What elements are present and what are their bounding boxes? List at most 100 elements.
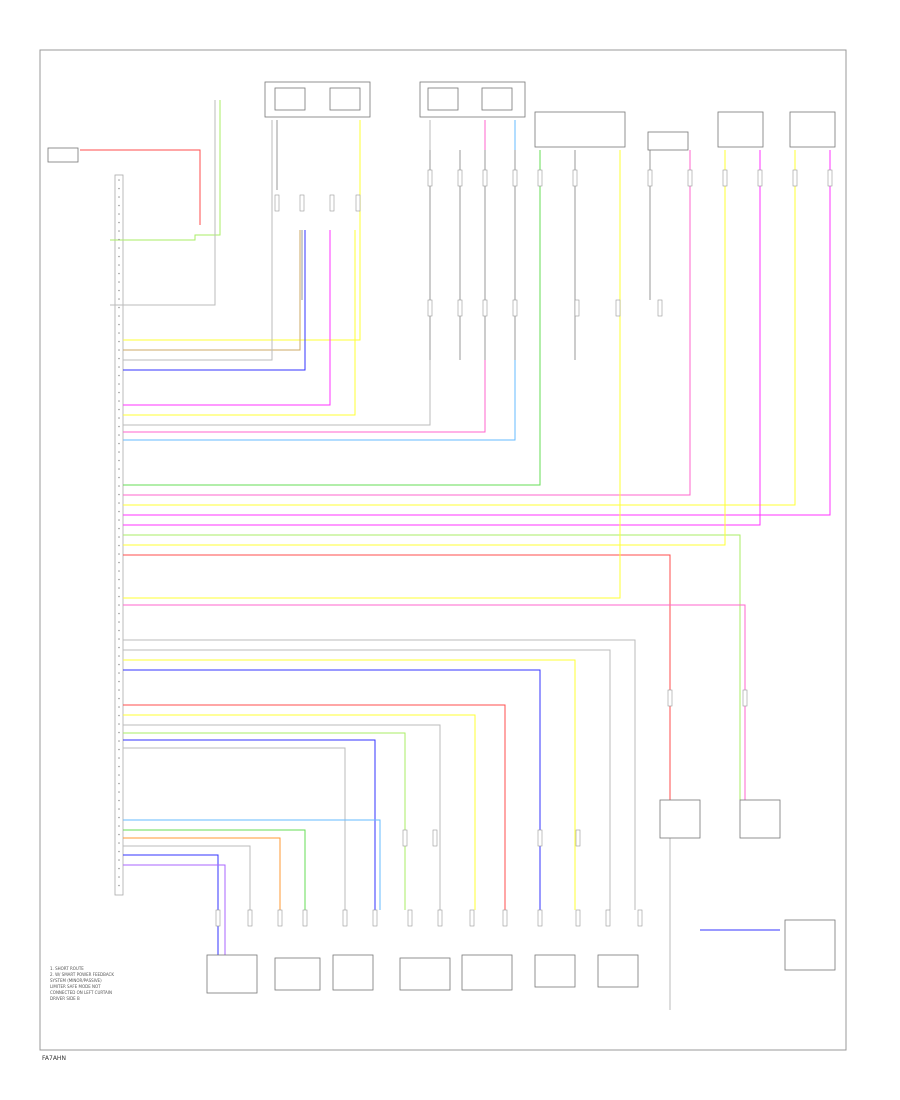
rcm-pin <box>118 374 120 377</box>
inline-connector <box>432 829 438 847</box>
rcm-pin <box>118 306 120 309</box>
rcm-pin <box>118 196 120 198</box>
rcm-pin <box>118 289 120 292</box>
wire-driver-2 <box>123 829 306 910</box>
rcm-pin <box>118 332 120 334</box>
passenger-knee-airbag <box>739 799 781 839</box>
wire-buckle-3 <box>123 120 273 361</box>
rcm-pin <box>118 782 120 785</box>
diagram-border <box>39 49 847 1051</box>
rcm-pin <box>118 774 120 776</box>
component-group <box>47 81 836 994</box>
rcm-pin <box>118 298 120 300</box>
inline-connector <box>427 169 433 187</box>
wire-driver-6 <box>123 864 226 955</box>
inline-connector <box>329 194 335 212</box>
inline-connector <box>827 169 833 187</box>
wire-ignition <box>110 100 221 241</box>
rcm-pin <box>118 272 120 275</box>
passenger-seat-sensor <box>647 131 689 151</box>
inline-connector <box>575 909 581 927</box>
inline-connector <box>427 299 433 317</box>
front-impact-sensor-right <box>717 111 764 148</box>
wire-bottom-9 <box>123 739 376 910</box>
rcm-pin <box>118 578 120 581</box>
buckle-switch-left <box>274 87 306 111</box>
inline-connector <box>299 194 305 212</box>
rcm-pin <box>118 689 120 691</box>
wire-pax-2 <box>123 150 691 496</box>
rcm-pin <box>118 791 120 793</box>
legend-note-2: 2. W/ SMART POWER FEEDBACK <box>50 972 114 977</box>
rcm-pin <box>118 706 120 708</box>
wire-front-3 <box>123 150 761 526</box>
buckle-switch-right <box>329 87 361 111</box>
rcm-pin <box>118 833 120 836</box>
inline-connector <box>482 299 488 317</box>
rcm-pin <box>118 553 120 555</box>
rcm-pin <box>118 519 120 521</box>
inline-connector <box>742 689 748 707</box>
rcm-pin <box>118 859 120 861</box>
inline-connector <box>274 194 280 212</box>
passenger-side-airbag <box>399 957 451 991</box>
rcm-pin <box>118 748 120 751</box>
rcm-pin <box>118 323 120 326</box>
rcm-pin <box>118 340 120 343</box>
rcm-pin <box>118 357 120 360</box>
inline-connector <box>637 909 643 927</box>
left-curtain-airbag <box>332 954 374 991</box>
rcm-pin <box>118 765 120 768</box>
wire-buckle-2 <box>123 230 301 351</box>
wire-pax-4 <box>123 604 746 800</box>
rcm-pin <box>118 570 120 572</box>
inline-connector <box>407 909 413 927</box>
wire-pax-3 <box>123 150 621 599</box>
inline-connector <box>667 689 673 707</box>
wire-bottom-10 <box>123 747 346 910</box>
rcm-pin <box>118 867 120 870</box>
rcm-pin <box>118 672 120 674</box>
wire-impact-2 <box>123 230 356 416</box>
rcm-pin <box>118 638 120 640</box>
rcm-pin <box>118 493 120 496</box>
rcm-pin <box>118 451 120 453</box>
wire-buckle-4 <box>123 230 306 371</box>
inline-connector <box>574 299 580 317</box>
legend-note-5: CONNECTED ON LEFT CURTAIN <box>50 990 112 995</box>
inline-connector <box>342 909 348 927</box>
rcm-pin <box>118 604 120 606</box>
rcm-pin <box>118 468 120 470</box>
rcm-pin <box>118 417 120 419</box>
front-impact-sensor-left <box>789 111 836 148</box>
rcm-pin <box>118 264 120 266</box>
wire-knee-1 <box>123 534 741 800</box>
inline-connector <box>757 169 763 187</box>
inline-connector <box>355 194 361 212</box>
rcm-pin <box>118 442 120 445</box>
inline-connector <box>572 169 578 187</box>
inline-connector <box>302 909 308 927</box>
rcm-pin <box>118 587 120 589</box>
driver-airbag-module <box>206 954 258 994</box>
driver-side-airbag <box>274 957 321 991</box>
rcm-pin <box>118 476 120 479</box>
rcm-pin <box>118 723 120 725</box>
inline-connector <box>247 909 253 927</box>
rcm-pin <box>118 816 120 819</box>
wire-impact-1 <box>123 230 331 406</box>
legend-notes: 1. SHORT ROUTE 2. W/ SMART POWER FEEDBAC… <box>50 966 114 1001</box>
rcm-pin <box>118 680 120 683</box>
rcm-pin <box>118 247 120 249</box>
passenger-airbag-switch-box <box>534 111 626 148</box>
inline-connector <box>457 169 463 187</box>
rcm-pin <box>118 425 120 428</box>
inline-connector <box>512 299 518 317</box>
wire-bottom-2 <box>123 649 611 910</box>
rcm-pin <box>118 740 120 742</box>
rcm-pin <box>118 629 120 632</box>
inline-connector <box>792 169 798 187</box>
inline-connector <box>469 909 475 927</box>
wire-bottom-4 <box>123 669 541 910</box>
